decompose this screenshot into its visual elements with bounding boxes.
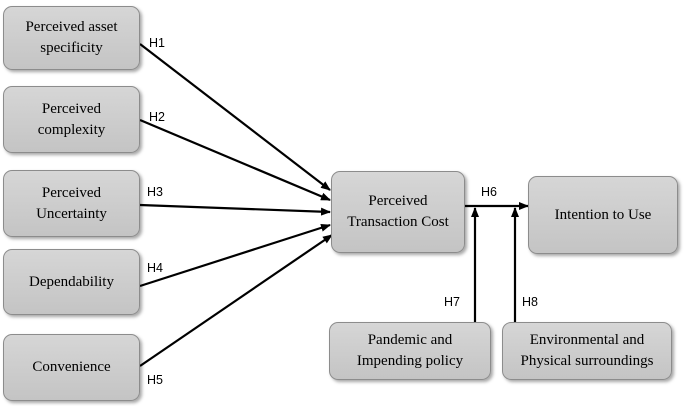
hypothesis-label-h3: H3 (147, 185, 163, 199)
node-complexity: Perceived complexity (3, 86, 140, 153)
node-label: Intention to Use (554, 206, 652, 223)
hypothesis-label-h8: H8 (522, 295, 538, 309)
edge-h3 (139, 203, 331, 216)
node-label: Pandemic and Impending policy (356, 332, 464, 369)
edge-h4 (139, 223, 331, 288)
hypothesis-label-h1: H1 (149, 36, 165, 50)
edge-h2 (139, 118, 331, 202)
node-label: Dependability (29, 273, 114, 290)
node-dependability: Dependability (3, 249, 140, 315)
hypothesis-label-h2: H2 (149, 110, 165, 124)
edge-h1 (139, 43, 331, 191)
node-transaction-cost: Perceived Transaction Cost (331, 171, 465, 253)
hypothesis-label-h4: H4 (147, 261, 163, 275)
node-pandemic: Pandemic and Impending policy (329, 322, 491, 380)
node-intention: Intention to Use (528, 176, 678, 254)
hypothesis-label-h5: H5 (147, 373, 163, 387)
node-label: Perceived asset specificity (25, 19, 118, 56)
hypothesis-label-h6: H6 (481, 185, 497, 199)
node-label: Environmental and Physical surroundings (520, 332, 654, 369)
node-label: Perceived Transaction Cost (347, 193, 449, 230)
node-label: Perceived Uncertainty (36, 184, 107, 222)
node-convenience: Convenience (3, 334, 140, 401)
node-environmental: Environmental and Physical surroundings (502, 322, 672, 380)
node-label: Perceived complexity (37, 100, 106, 138)
node-label: Convenience (32, 359, 111, 375)
node-uncertainty: Perceived Uncertainty (3, 170, 140, 237)
hypothesis-label-h7: H7 (444, 295, 460, 309)
node-asset-specificity: Perceived asset specificity (3, 6, 140, 70)
edge-h5 (139, 234, 333, 367)
